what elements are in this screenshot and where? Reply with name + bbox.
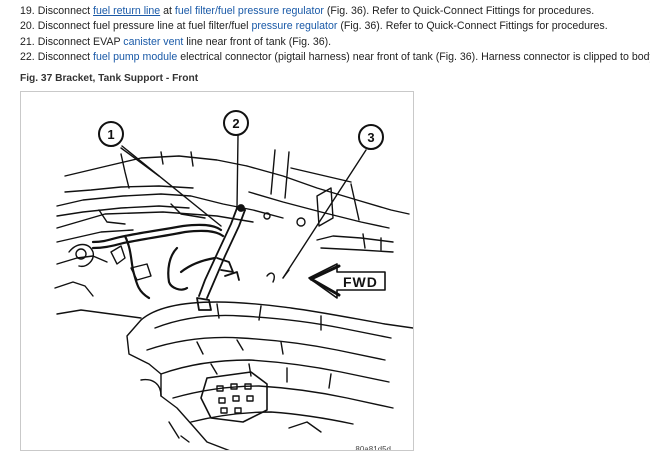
svg-text:3: 3 [367, 130, 374, 145]
step-19: 19. Disconnect fuel return line at fuel … [20, 5, 595, 17]
svg-text:1: 1 [107, 127, 114, 142]
tank-support-diagram: FWD 1 2 3 [54, 110, 413, 450]
svg-text:2: 2 [232, 116, 239, 131]
step-21: 21. Disconnect EVAP canister vent line n… [20, 35, 332, 48]
tank-support-bracket [196, 204, 246, 311]
leader-lines [120, 135, 367, 279]
link-fuel-pump-module[interactable]: fuel pump module [93, 50, 178, 63]
link-fuel-filter-regulator[interactable]: fuel filter/fuel pressure regulator [174, 5, 324, 17]
fwd-arrow: FWD [308, 263, 386, 299]
fwd-label: FWD [343, 274, 378, 290]
figure-title: Fig. 37 Bracket, Tank Support - Front [20, 73, 199, 84]
link-pressure-regulator[interactable]: pressure regulator [251, 20, 338, 33]
figure-illustration: FWD 1 2 3 80a81d5d [20, 91, 414, 451]
callout-1: 1 [98, 121, 124, 147]
step-20: 20. Disconnect fuel pressure line at fue… [20, 20, 608, 33]
link-canister-vent[interactable]: canister vent [123, 35, 184, 48]
fuel-tank [126, 301, 413, 450]
procedure-steps: 19. Disconnect fuel return line at fuel … [20, 4, 650, 65]
link-fuel-return-line[interactable]: fuel return line [93, 5, 161, 17]
callout-3: 3 [358, 124, 384, 150]
callout-2: 2 [223, 110, 249, 136]
step-22: 22. Disconnect fuel pump module electric… [20, 50, 650, 63]
vent-line [266, 272, 276, 283]
harness-line [91, 223, 225, 300]
frame-rail [54, 211, 254, 319]
